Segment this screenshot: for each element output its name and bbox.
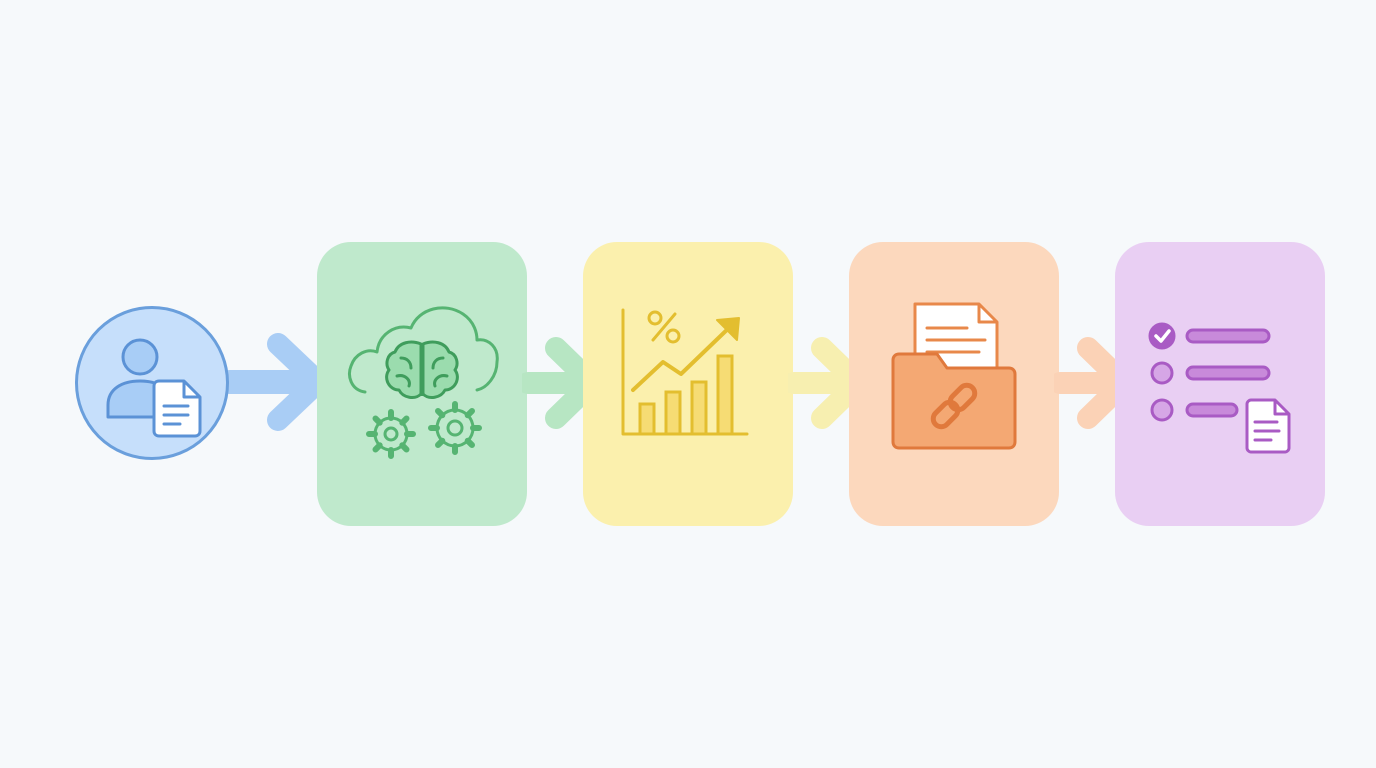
step-checklist-report <box>1115 242 1325 526</box>
step-linked-files <box>849 242 1059 526</box>
rising-bar-chart-percent-icon <box>621 308 749 436</box>
cloud-brain-gears-icon <box>348 306 499 459</box>
folder-link-document-icon <box>891 302 1017 450</box>
step-user-document <box>75 306 229 460</box>
checklist-document-icon <box>1148 322 1291 454</box>
step-ai-processing <box>317 242 527 526</box>
user-with-document-icon <box>106 338 202 438</box>
step-analytics <box>583 242 793 526</box>
